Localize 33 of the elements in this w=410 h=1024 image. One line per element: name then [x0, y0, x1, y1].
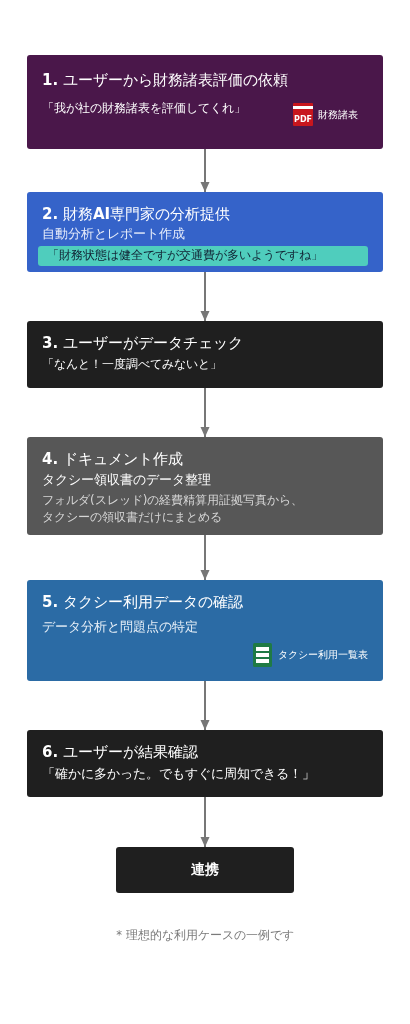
subtitle: タクシー領収書のデータ整理 — [42, 472, 211, 488]
step-title: 4. ドキュメント作成 — [42, 450, 183, 468]
arrow — [200, 148, 210, 193]
arrow — [200, 796, 210, 848]
arrow — [200, 680, 210, 731]
description-text: フォルダ(スレッド)の経費精算用証拠写真から、タクシーの領収書だけにまとめる — [42, 492, 305, 526]
process-box — [27, 437, 383, 535]
highlight-band — [38, 246, 368, 266]
step-title: 6. ユーザーが結果確認 — [42, 743, 198, 761]
process-box — [27, 55, 383, 149]
step-title: 5. タクシー利用データの確認 — [42, 593, 243, 611]
quote-text: 「我が社の財務諸表を評価してくれ」 — [42, 101, 246, 116]
process-box — [116, 847, 294, 893]
process-box — [27, 321, 383, 388]
pdf-file-icon: PDF — [293, 103, 313, 126]
step-title: 2. 財務AI専門家の分析提供 — [42, 205, 231, 223]
process-box — [27, 192, 383, 272]
step-title: 3. ユーザーがデータチェック — [42, 334, 243, 352]
process-box — [27, 730, 383, 797]
arrow — [200, 271, 210, 322]
arrow — [200, 387, 210, 438]
quote-text: 「財務状態は健全ですが交通費が多いようですね」 — [47, 249, 323, 263]
subtitle: データ分析と問題点の特定 — [42, 619, 198, 634]
file-label: 財務諸表 — [318, 109, 358, 121]
file-label: タクシー利用一覧表 — [278, 649, 368, 661]
box-label: 連携 — [191, 861, 219, 878]
step-title: 1. ユーザーから財務諸表評価の依頼 — [42, 71, 288, 89]
quote-text: 「確かに多かった。でもすぐに周知できる！」 — [42, 766, 315, 781]
arrow — [200, 534, 210, 581]
subtitle: 自動分析とレポート作成 — [42, 226, 185, 241]
footnote: * 理想的な利用ケースの一例です — [116, 929, 294, 943]
process-box — [27, 580, 383, 681]
quote-text: 「なんと！一度調べてみないと」 — [42, 357, 222, 372]
